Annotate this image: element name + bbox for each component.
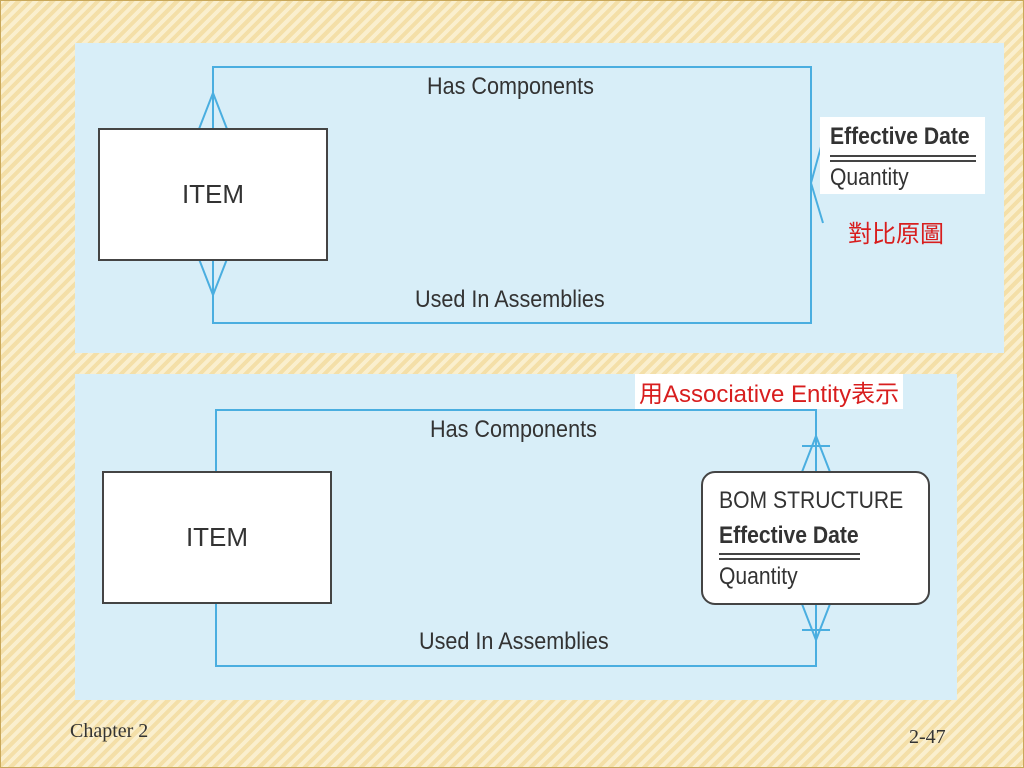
bom-key-underline-2 <box>719 558 860 560</box>
bom-structure-entity: BOM STRUCTURE Effective Date Quantity <box>701 471 930 605</box>
key-underline <box>830 155 976 157</box>
associative-relationship-lines <box>215 409 831 667</box>
bom-quantity-attribute: Quantity <box>719 563 798 590</box>
bom-key-underline <box>719 553 860 555</box>
original-relationship-lines <box>198 66 828 324</box>
relationship-attributes-box: Effective Date Quantity <box>820 117 985 194</box>
associative-entity-note: 用Associative Entity表示 <box>635 374 904 409</box>
bom-effective-date-attribute: Effective Date <box>719 522 859 549</box>
effective-date-attribute: Effective Date <box>830 123 970 150</box>
has-components-label: Has Components <box>427 73 594 100</box>
original-diagram-panel: ITEM Has Components Used In Assemblies E… <box>75 43 1004 353</box>
page-number: 2-47 <box>909 726 946 748</box>
item-entity-label: ITEM <box>181 179 245 209</box>
item-entity-bottom-label: ITEM <box>185 522 249 552</box>
used-in-assemblies-label: Used In Assemblies <box>415 286 605 313</box>
used-in-assemblies-label-bottom: Used In Assemblies <box>419 628 609 655</box>
quantity-attribute: Quantity <box>830 164 909 191</box>
item-entity-bottom: ITEM <box>102 471 332 604</box>
key-underline-2 <box>830 160 976 162</box>
compare-original-note: 對比原圖 <box>848 221 944 248</box>
item-entity: ITEM <box>98 128 328 261</box>
associative-entity-panel: 用Associative Entity表示 ITEM Has Component… <box>75 374 957 700</box>
bom-structure-title: BOM STRUCTURE <box>719 487 904 514</box>
has-components-label-bottom: Has Components <box>430 416 597 443</box>
chapter-label: Chapter 2 <box>70 720 149 742</box>
